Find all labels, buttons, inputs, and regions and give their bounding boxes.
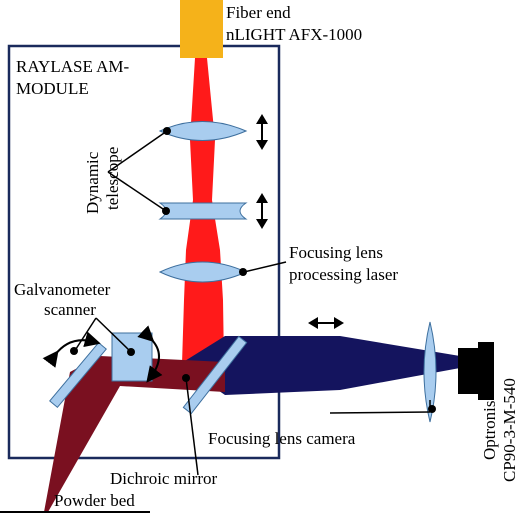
leader-lines xyxy=(73,130,431,476)
module-label-1: RAYLASE AM- xyxy=(16,57,130,76)
galvo-label-1: Galvanometer xyxy=(14,280,111,299)
lens-2-motion-arrow xyxy=(256,193,268,229)
dynamic-telescope-label-2: telescope xyxy=(103,147,122,210)
reflected-laser-beam xyxy=(44,356,225,512)
camera-body xyxy=(458,342,494,400)
leader-dots xyxy=(70,127,436,413)
telescope-lens-2 xyxy=(158,202,248,220)
fiber-end-label-1: Fiber end xyxy=(226,3,291,22)
galvo-rotation-arrow-1 xyxy=(42,331,101,368)
dynamic-telescope-label-1: Dynamic xyxy=(83,151,102,214)
galvo-rotation-arrow-2 xyxy=(137,325,163,383)
focusing-lens-label-1: Focusing lens xyxy=(289,243,383,262)
fiber-end-block xyxy=(180,0,223,58)
dichroic-mirror-label: Dichroic mirror xyxy=(110,469,217,488)
module-label-2: MODULE xyxy=(16,79,89,98)
camera-lens-motion-arrow xyxy=(308,317,344,329)
processing-focusing-lens xyxy=(158,261,248,283)
camera-focusing-lens xyxy=(423,321,437,423)
focusing-lens-camera-label: Focusing lens camera xyxy=(208,429,356,448)
lens-1-motion-arrow xyxy=(256,114,268,150)
camera-label-2: CP90-3-M-540 xyxy=(500,378,519,482)
telescope-lens-1 xyxy=(158,121,248,141)
dichroic-mirror xyxy=(182,335,248,415)
fiber-end-label-2: nLIGHT AFX-1000 xyxy=(226,25,362,44)
powder-bed-label: Powder bed xyxy=(54,491,135,510)
focusing-lens-label-2: processing laser xyxy=(289,265,398,284)
raylase-module-box xyxy=(7,44,281,460)
galvo-label-2: scanner xyxy=(44,300,96,319)
camera-beam xyxy=(180,336,460,395)
camera-label-1: Optronis xyxy=(480,401,499,461)
